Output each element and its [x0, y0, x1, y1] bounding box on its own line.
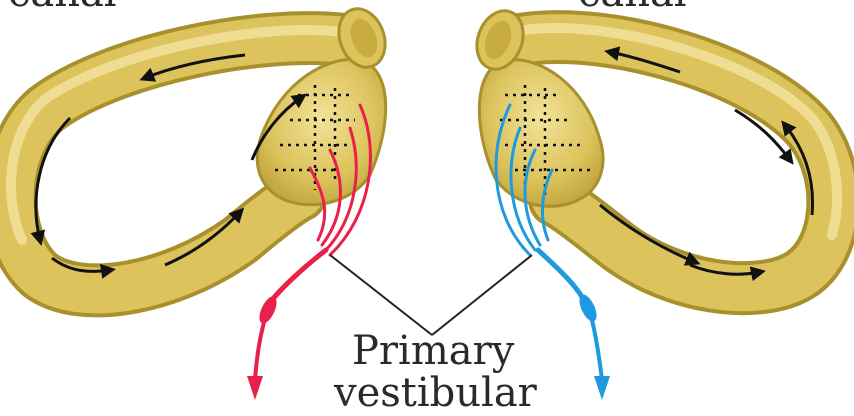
- left-canal-label: canal: [8, 0, 117, 16]
- primary-label: Primary: [352, 328, 514, 374]
- vestibular-label: vestibular: [334, 370, 537, 416]
- right-canal-label: canal: [578, 0, 687, 16]
- label-leader-lines: [330, 255, 532, 335]
- right-canal: [469, 4, 837, 288]
- left-ampulla: [257, 59, 385, 204]
